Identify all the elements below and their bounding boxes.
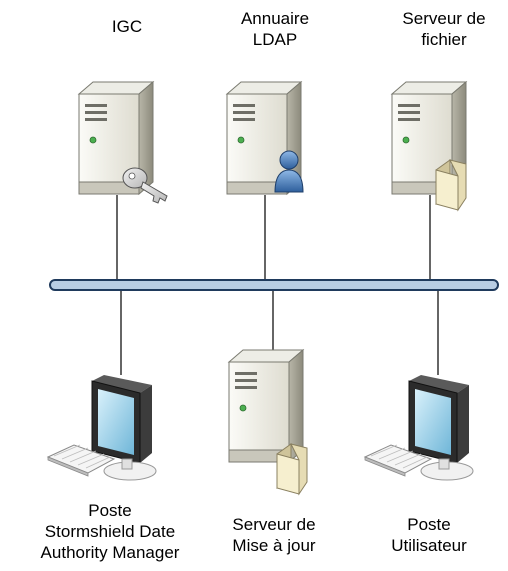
label-user-workstation: Poste Utilisateur xyxy=(391,515,467,555)
server-update xyxy=(228,349,308,495)
server-file xyxy=(391,81,467,211)
workstation-user xyxy=(364,374,474,481)
connector-lines xyxy=(116,195,439,375)
user-icon xyxy=(274,150,304,193)
key-icon xyxy=(122,167,168,204)
label-igc: IGC xyxy=(111,17,143,36)
server-ldap xyxy=(226,81,304,195)
server-igc xyxy=(78,81,168,204)
label-update-server: Serveur de Mise à jour xyxy=(232,515,316,555)
label-ldap: Annuaire LDAP xyxy=(240,9,310,49)
label-sda-workstation: Poste Stormshield Date Authority Manager xyxy=(40,501,180,562)
workstation-sda xyxy=(47,374,157,481)
label-file-server: Serveur de fichier xyxy=(402,9,486,49)
network-bus xyxy=(49,279,499,291)
